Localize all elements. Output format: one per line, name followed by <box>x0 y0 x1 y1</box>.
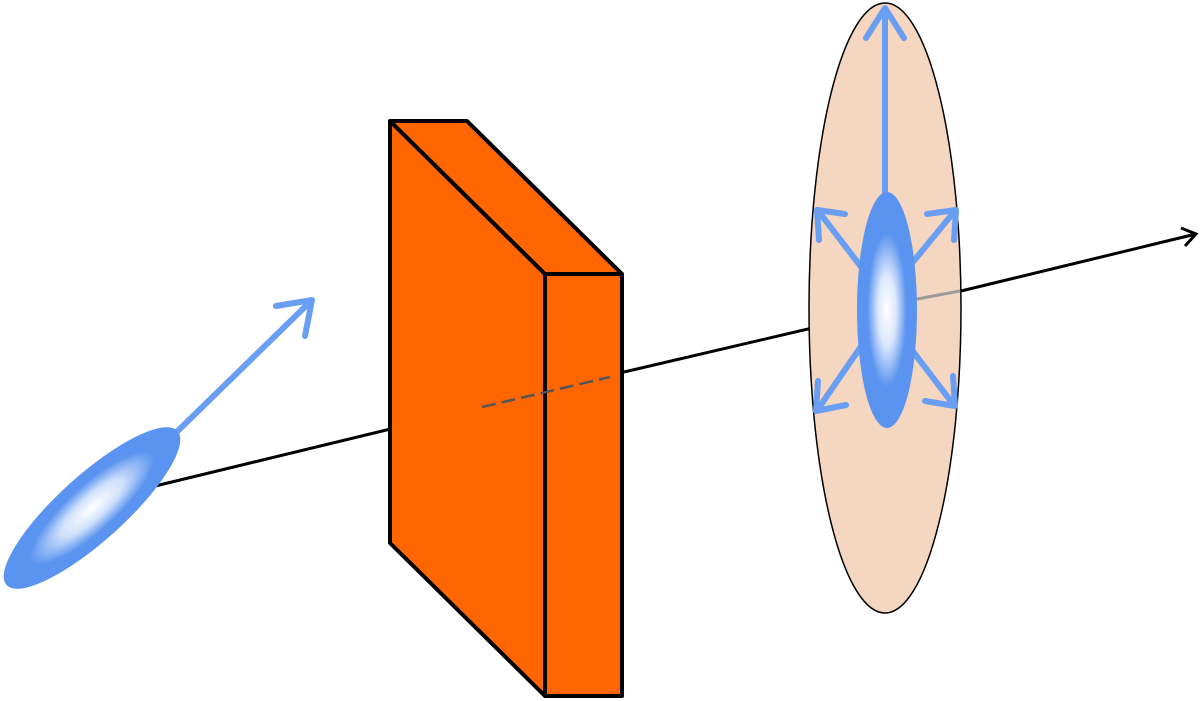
outgoing-pulse <box>857 192 917 428</box>
beam-axis-hidden <box>481 375 611 409</box>
beam-axis-behind-disc <box>911 289 961 302</box>
radial-arrows <box>813 5 959 414</box>
radial-arrow-lower-left-icon <box>813 342 865 414</box>
beam-axis-exit <box>960 232 1197 293</box>
radial-arrow-upper-right-icon <box>905 207 959 271</box>
slab-side-face <box>543 272 624 698</box>
radial-arrow-up-icon <box>863 5 907 198</box>
radial-arrow-lower-right-icon <box>905 342 958 409</box>
incoming-pulse <box>3 427 181 589</box>
radial-arrow-upper-left-icon <box>814 207 865 271</box>
propagation-arrowhead-icon <box>1180 226 1199 248</box>
